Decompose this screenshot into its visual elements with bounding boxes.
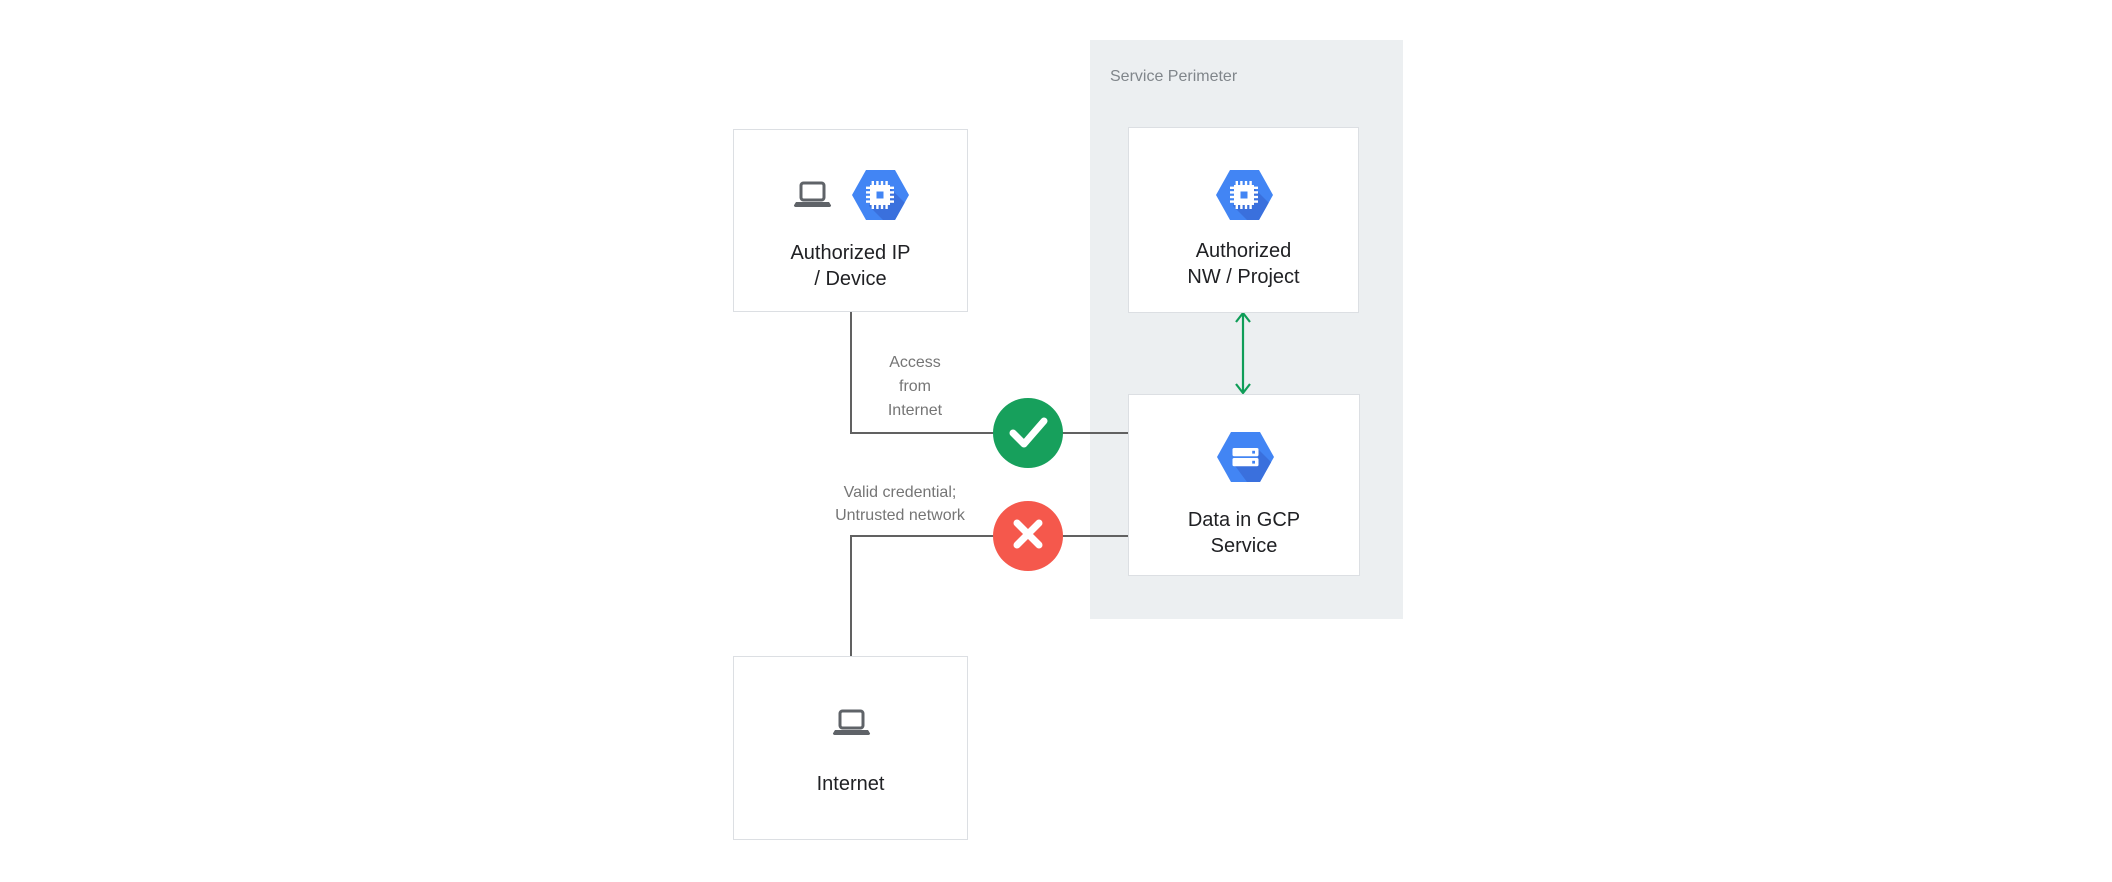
service-perimeter-label: Service Perimeter	[1110, 68, 1238, 85]
bidirectional-arrow-icon	[1233, 310, 1253, 401]
check-icon	[993, 396, 1063, 471]
edge-authip-horizontal-line	[850, 432, 1128, 434]
node-authorized-ip-device: Authorized IP / Device	[733, 129, 968, 312]
node-label-data-in-gcp-service: Data in GCP Service	[1187, 509, 1301, 557]
laptop-icon	[792, 181, 832, 214]
node-label-internet: Internet	[816, 773, 885, 795]
edge-label-valid-credential-untrusted-network: Valid credential; Untrusted network	[835, 484, 965, 524]
compute-engine-icon	[1216, 170, 1273, 225]
edge-internet-vertical-line	[850, 536, 852, 656]
compute-engine-icon	[852, 170, 909, 225]
laptop-icon	[831, 709, 871, 742]
edge-authip-vertical-line	[850, 312, 852, 433]
denied-status-badge	[993, 501, 1063, 571]
cloud-storage-icon	[1217, 432, 1274, 487]
edge-label-access-from-internet: Access from Internet	[887, 354, 943, 419]
node-authorized-nw-project: Authorized NW / Project	[1128, 127, 1359, 313]
node-data-in-gcp-service: Data in GCP Service	[1128, 394, 1360, 576]
node-internet: Internet	[733, 656, 968, 840]
cross-icon	[993, 499, 1063, 574]
node-label-authorized-ip-device: Authorized IP / Device	[790, 242, 911, 290]
edge-internet-horizontal-line	[850, 535, 1128, 537]
allowed-status-badge	[993, 398, 1063, 468]
node-label-authorized-nw-project: Authorized NW / Project	[1187, 240, 1300, 288]
